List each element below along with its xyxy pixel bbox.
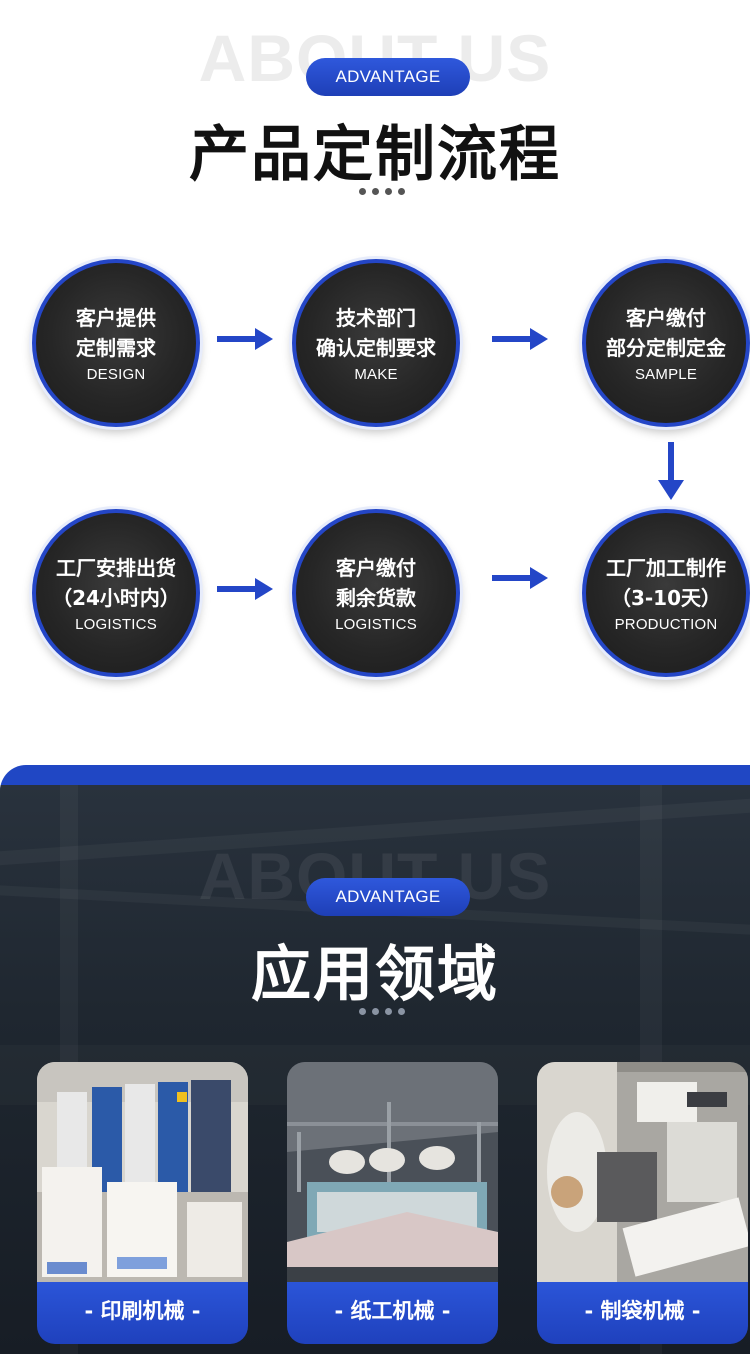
step-english: PRODUCTION [614,616,718,633]
advantage-badge: ADVANTAGE [306,58,470,96]
arrow-right-icon [492,567,548,589]
step-line2: 剩余货款 [336,586,416,610]
card-paper-machinery[interactable]: - 纸工机械 - [287,1062,498,1344]
process-section: ABOUT US ADVANTAGE 产品定制流程 客户提供 定制需求 DESI… [32,21,750,677]
step-logistics-ship: 工厂安排出货 （24小时内） LOGISTICS [32,509,200,677]
step-english: LOGISTICS [335,616,417,633]
card-printing-machinery[interactable]: - 印刷机械 - [37,1062,248,1344]
step-line2: （24小时内） [52,586,180,610]
step-line1: 技术部门 [336,306,416,330]
section-title: 产品定制流程 [189,120,561,190]
step-design: 客户提供 定制需求 DESIGN [32,259,200,427]
bag-making-machine-image [537,1062,748,1282]
title-dots [359,1008,419,1016]
card-label: - 制袋机械 - [537,1282,748,1344]
card-label: - 纸工机械 - [287,1282,498,1344]
section-title: 应用领域 [251,940,499,1010]
arrow-right-icon [217,578,273,600]
step-line2: （3-10天） [610,586,722,610]
step-line2: 确认定制要求 [316,336,436,360]
step-line1: 工厂加工制作 [606,556,726,580]
step-line2: 定制需求 [76,336,156,360]
title-dots [359,188,419,196]
advantage-badge: ADVANTAGE [306,878,470,916]
card-label: - 印刷机械 - [37,1282,248,1344]
step-english: LOGISTICS [75,616,157,633]
step-make: 技术部门 确认定制要求 MAKE [292,259,460,427]
step-production: 工厂加工制作 （3-10天） PRODUCTION [582,509,750,677]
step-line1: 工厂安排出货 [56,556,176,580]
step-line1: 客户提供 [76,306,156,330]
arrow-down-icon [658,442,684,500]
step-line2: 部分定制定金 [606,336,726,360]
step-sample: 客户缴付 部分定制定金 SAMPLE [582,259,750,427]
step-logistics-payment: 客户缴付 剩余货款 LOGISTICS [292,509,460,677]
paper-machinery-image [287,1062,498,1282]
printing-press-image [37,1062,248,1282]
arrow-right-icon [492,328,548,350]
step-english: SAMPLE [634,366,698,383]
step-line1: 客户缴付 [336,556,416,580]
card-bag-making-machinery[interactable]: - 制袋机械 - [537,1062,748,1344]
step-line1: 客户缴付 [626,306,706,330]
step-english: MAKE [354,366,398,383]
step-english: DESIGN [86,366,146,383]
arrow-right-icon [217,328,273,350]
